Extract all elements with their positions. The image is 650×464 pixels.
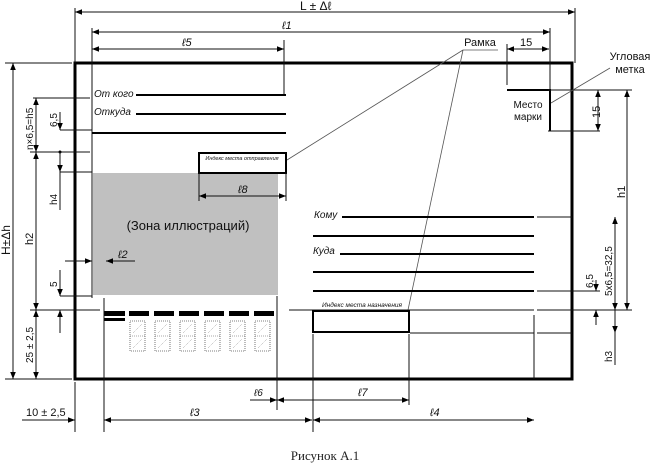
postcode-digit-diagonal <box>182 338 193 349</box>
postcode-digit-bar <box>229 311 249 316</box>
dim-l3: ℓ3 <box>104 407 312 423</box>
svg-text:ℓ8: ℓ8 <box>237 184 249 196</box>
svg-text:5: 5 <box>49 281 60 287</box>
svg-text:5x6,5=32,5: 5x6,5=32,5 <box>604 246 615 296</box>
postcode-digit-bar <box>154 311 174 316</box>
svg-text:25 ± 2,5: 25 ± 2,5 <box>25 326 36 363</box>
dim-l5: ℓ5 <box>92 37 285 94</box>
svg-text:15: 15 <box>591 106 603 118</box>
svg-text:H±Δh: H±Δh <box>0 225 13 255</box>
svg-text:15: 15 <box>520 37 532 49</box>
dim-recipient-lines: 5x6,5=32,5 <box>604 217 618 310</box>
dim-step-right: 6,5 <box>585 274 599 325</box>
svg-text:Кому: Кому <box>314 210 338 221</box>
dim-step-left: 6,5 <box>49 112 92 131</box>
sender-block: От кого Откуда Индекс места отправления <box>92 89 287 174</box>
postcode-digit-diagonal <box>132 323 143 334</box>
dim-l1: ℓ1 <box>91 20 551 298</box>
svg-text:ℓ6: ℓ6 <box>253 388 263 399</box>
svg-text:Рамка: Рамка <box>464 37 497 49</box>
dim-l4: ℓ4 <box>313 407 534 423</box>
illustration-zone-label: (Зона иллюстраций) <box>127 218 250 233</box>
svg-text:Куда: Куда <box>313 246 335 257</box>
recipient-index-box <box>312 310 410 333</box>
dim-left-margin: 10 ± 2,5 <box>22 382 76 432</box>
svg-text:L ± Δℓ: L ± Δℓ <box>300 0 331 13</box>
svg-text:метка: метка <box>615 64 645 76</box>
sender-index-box <box>198 152 287 174</box>
postcode-sample-bar <box>104 311 125 316</box>
dim-H: H±Δh <box>0 62 72 380</box>
corner-mark-callout: Угловая метка <box>550 51 650 104</box>
stamp-label-1: Место <box>513 100 542 111</box>
dim-h2: h2 <box>24 152 39 310</box>
postcode-grid <box>104 311 274 352</box>
svg-text:ℓ4: ℓ4 <box>429 407 440 419</box>
svg-text:h2: h2 <box>24 233 36 245</box>
frame-callout: Рамка <box>286 37 498 311</box>
dim-l6: ℓ6 <box>250 388 277 403</box>
dim-bottom-band: 25 ± 2,5 <box>25 310 63 379</box>
svg-text:6,5: 6,5 <box>49 113 60 127</box>
svg-text:h4: h4 <box>49 193 60 205</box>
postcode-digit-diagonal <box>157 323 168 334</box>
postcode-digit-diagonal <box>207 323 218 334</box>
svg-text:6,5: 6,5 <box>585 274 596 288</box>
postcode-digit-diagonal <box>257 323 268 334</box>
dim-h4: h4 <box>49 152 92 210</box>
postcode-digit-diagonal <box>257 338 268 349</box>
stamp-label-2: марки <box>514 112 542 123</box>
svg-text:ℓ3: ℓ3 <box>189 407 201 419</box>
postcode-digit-diagonal <box>207 338 218 349</box>
postcode-digit-bar <box>179 311 199 316</box>
dim-l8-top: ℓ8 <box>198 173 287 201</box>
svg-text:ℓ5: ℓ5 <box>181 37 193 49</box>
postcode-digit-bar <box>254 311 274 316</box>
svg-text:ℓ1: ℓ1 <box>281 20 292 32</box>
svg-text:h3: h3 <box>604 350 615 362</box>
dim-h3: h3 <box>604 310 618 365</box>
dim-h5: n×6,5=h5 <box>25 97 90 152</box>
svg-text:Индекс места отправления: Индекс места отправления <box>205 156 278 162</box>
postcode-digit-bar <box>204 311 224 316</box>
svg-text:Индекс места назначения: Индекс места назначения <box>322 301 402 309</box>
dim-h1: h1 <box>600 89 632 311</box>
envelope-outline <box>73 61 574 381</box>
postcode-sample-bar <box>104 318 125 321</box>
dim-five: 5 <box>49 270 92 297</box>
svg-text:Угловая: Угловая <box>610 51 650 63</box>
postcode-digit-diagonal <box>232 323 243 334</box>
figure-caption: Рисунок А.1 <box>291 448 359 463</box>
dim-l7: ℓ7 <box>277 334 410 432</box>
dim-l2: ℓ2 <box>65 249 135 264</box>
postcode-digit-bar <box>129 311 149 316</box>
stamp-place: 15 Место марки 15 <box>506 37 605 132</box>
svg-text:n×6,5=h5: n×6,5=h5 <box>25 107 36 150</box>
svg-text:Откуда: Откуда <box>94 107 131 118</box>
svg-text:ℓ2: ℓ2 <box>117 249 128 261</box>
svg-text:ℓ7: ℓ7 <box>357 387 369 399</box>
svg-text:От кого: От кого <box>94 89 134 100</box>
recipient-block: Кому Куда Индекс места назначения <box>289 210 600 379</box>
postcode-digit-diagonal <box>182 323 193 334</box>
dim-L: L ± Δℓ <box>74 0 576 63</box>
svg-text:10 ± 2,5: 10 ± 2,5 <box>26 407 66 419</box>
svg-text:h1: h1 <box>616 186 628 198</box>
illustration-zone <box>93 173 278 295</box>
postcode-digit-diagonal <box>132 338 143 349</box>
postcode-digit-diagonal <box>232 338 243 349</box>
postcode-digit-diagonal <box>157 338 168 349</box>
